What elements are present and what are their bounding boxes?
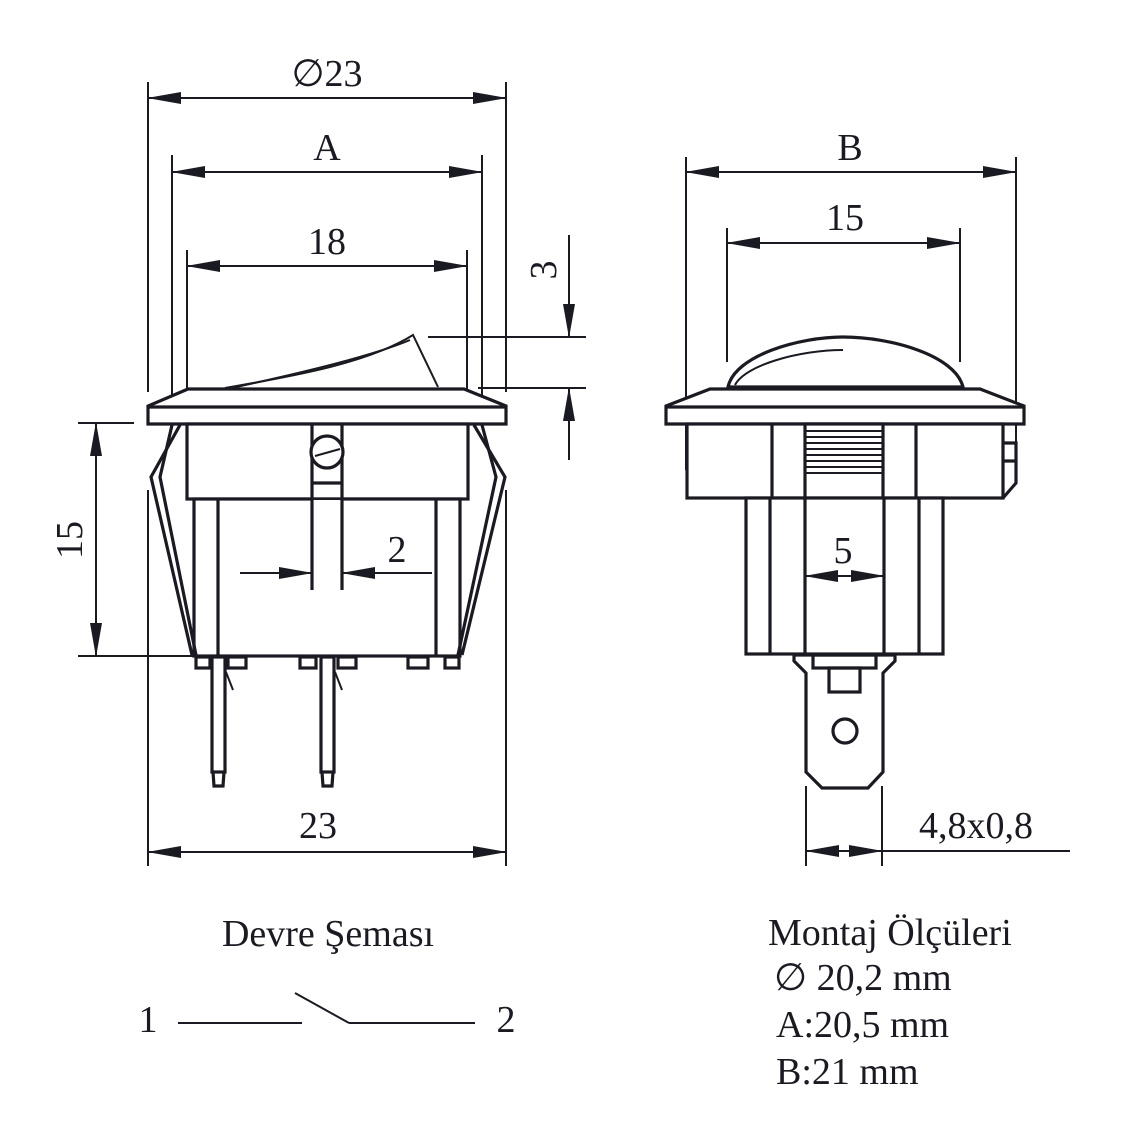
foot bbox=[406, 655, 430, 670]
mounting-dimensions: Montaj Ölçüleri ∅ 20,2 mm A:20,5 mm B:21… bbox=[768, 912, 1012, 1093]
clip-right-inner bbox=[456, 424, 498, 656]
foot bbox=[226, 655, 248, 670]
rocker-inner-edge bbox=[231, 339, 411, 389]
clip-left-inner bbox=[158, 424, 198, 656]
quick-connect-terminal bbox=[792, 653, 897, 790]
circuit-diagram: Devre Şeması 1 2 bbox=[139, 913, 516, 1041]
terminal-1 bbox=[210, 655, 234, 788]
pin-2-label: 2 bbox=[497, 999, 516, 1041]
foot bbox=[194, 655, 212, 670]
mounting-title: Montaj Ölçüleri bbox=[768, 912, 1012, 954]
dim-label-18: 18 bbox=[308, 221, 346, 263]
dim-label-a: A bbox=[313, 127, 341, 169]
foot bbox=[336, 655, 358, 670]
foot bbox=[298, 655, 318, 670]
dim-label-5: 5 bbox=[834, 530, 853, 572]
lens-dome bbox=[726, 335, 966, 389]
switch-contact bbox=[294, 992, 350, 1024]
side-view: B 15 bbox=[664, 127, 1070, 866]
mounting-a: A:20,5 mm bbox=[776, 1004, 949, 1046]
mounting-diameter: ∅ 20,2 mm bbox=[774, 957, 952, 999]
dim-label-15: 15 bbox=[49, 521, 91, 559]
dim-label-b: B bbox=[837, 127, 862, 169]
knurl-lines bbox=[806, 430, 883, 474]
dim-label-diameter: ∅23 bbox=[291, 53, 362, 95]
mounting-b: B:21 mm bbox=[776, 1051, 919, 1093]
circuit-title: Devre Şeması bbox=[222, 913, 434, 955]
dim-label-3: 3 bbox=[523, 261, 565, 280]
rocker-outline bbox=[224, 333, 439, 389]
terminal-2 bbox=[319, 655, 343, 788]
terminal-hole bbox=[831, 717, 859, 745]
dim-label-23: 23 bbox=[299, 805, 337, 847]
foot bbox=[443, 655, 461, 670]
slot-fill bbox=[313, 500, 341, 590]
clip-left-outer bbox=[149, 424, 194, 656]
dim-label-2: 2 bbox=[388, 529, 407, 571]
front-view: ∅23 A 18 3 bbox=[49, 53, 586, 866]
dim-label-terminal: 4,8x0,8 bbox=[919, 805, 1033, 847]
pin-1-label: 1 bbox=[139, 999, 158, 1041]
dim-label-15-side: 15 bbox=[826, 197, 864, 239]
clip-right-outer bbox=[460, 424, 507, 656]
screw-slot bbox=[314, 448, 341, 457]
